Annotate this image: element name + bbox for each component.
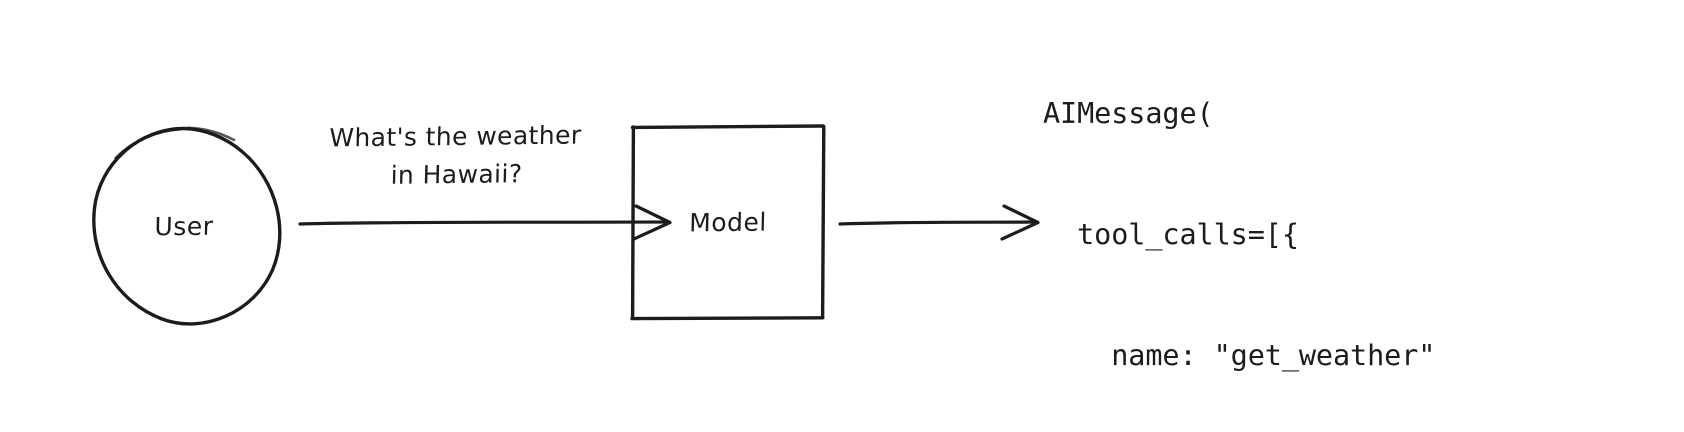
node-user[interactable]: User <box>84 126 284 326</box>
edge-label-line-1: What's the weather <box>328 120 582 153</box>
node-model[interactable]: Model <box>630 124 826 321</box>
node-model-label: Model <box>688 207 768 237</box>
code-line: tool_calls=[{ <box>1043 218 1299 252</box>
code-line: name: "get_weather" <box>1043 338 1436 372</box>
edge-label-user-to-model: What's the weather in Hawaii? <box>289 116 621 196</box>
edge-label-line-2: in Hawaii? <box>390 159 523 190</box>
code-output-aimessage: AIMessage( tool_calls=[{ name: "get_weat… <box>1043 14 1469 432</box>
code-line: AIMessage( <box>1043 97 1214 131</box>
user-circle-shape <box>92 126 282 326</box>
node-user-label: User <box>154 211 214 241</box>
arrow-model-to-output <box>838 204 1040 241</box>
arrow-user-to-model <box>298 204 672 241</box>
